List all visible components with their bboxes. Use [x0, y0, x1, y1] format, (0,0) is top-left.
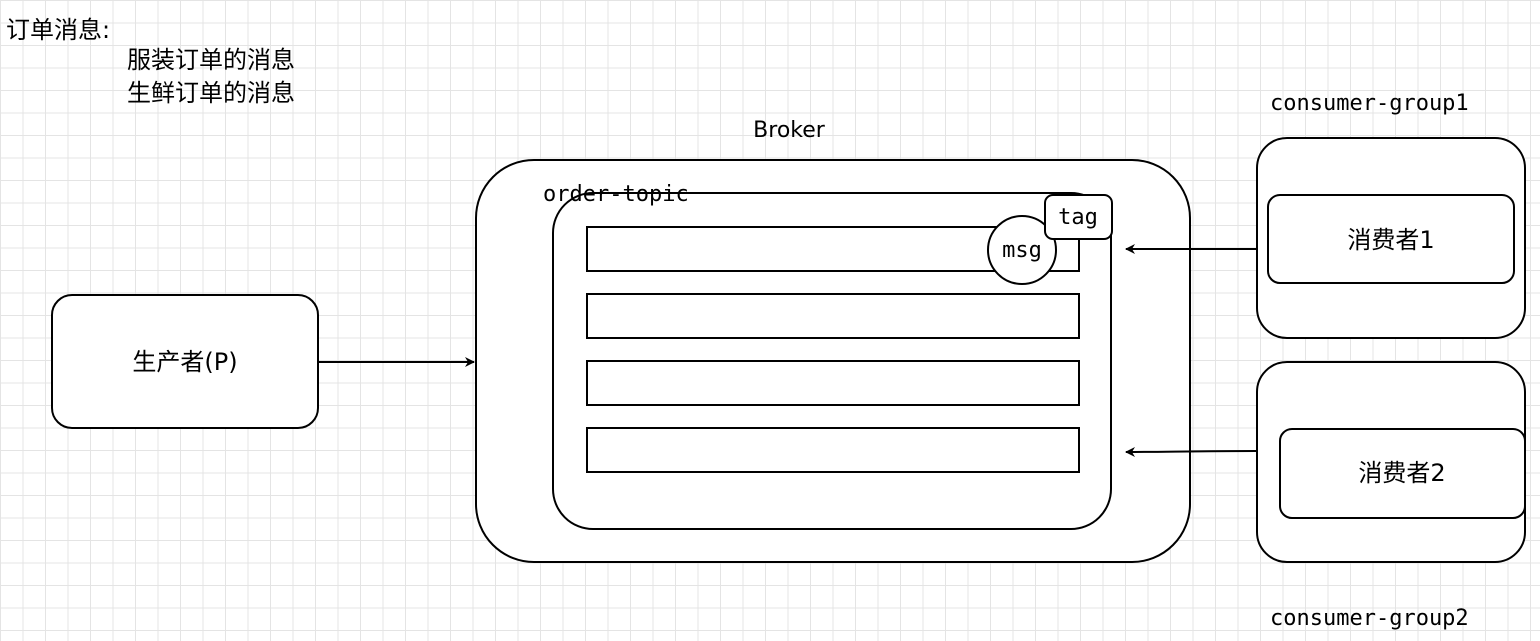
broker-label: Broker: [753, 118, 826, 143]
consumer-2-label: 消费者2: [1358, 459, 1445, 487]
queue-3: [586, 360, 1080, 406]
consumer-2-box: [1279, 428, 1526, 519]
message-label: msg: [1002, 238, 1042, 263]
consumer-2-to-topic-arrow: [1125, 446, 1257, 457]
notes-item-fresh: 生鲜订单的消息: [127, 79, 295, 107]
consumer-1-box: [1267, 194, 1515, 284]
topic-label: order-topic: [543, 182, 689, 207]
consumer-group-1-label: consumer-group1: [1270, 91, 1469, 116]
notes-heading: 订单消息:: [6, 16, 111, 44]
tag-label: tag: [1058, 205, 1098, 230]
queue-2: [586, 293, 1080, 339]
notes-item-clothing: 服装订单的消息: [127, 46, 295, 74]
consumer-1-label: 消费者1: [1347, 226, 1434, 254]
producer-label: 生产者(P): [132, 348, 237, 376]
consumer-group-2-label: consumer-group2: [1270, 606, 1469, 631]
producer-box: [51, 294, 319, 429]
queue-4: [586, 427, 1080, 473]
tag-box: [1044, 194, 1113, 240]
message-circle: [987, 215, 1057, 285]
